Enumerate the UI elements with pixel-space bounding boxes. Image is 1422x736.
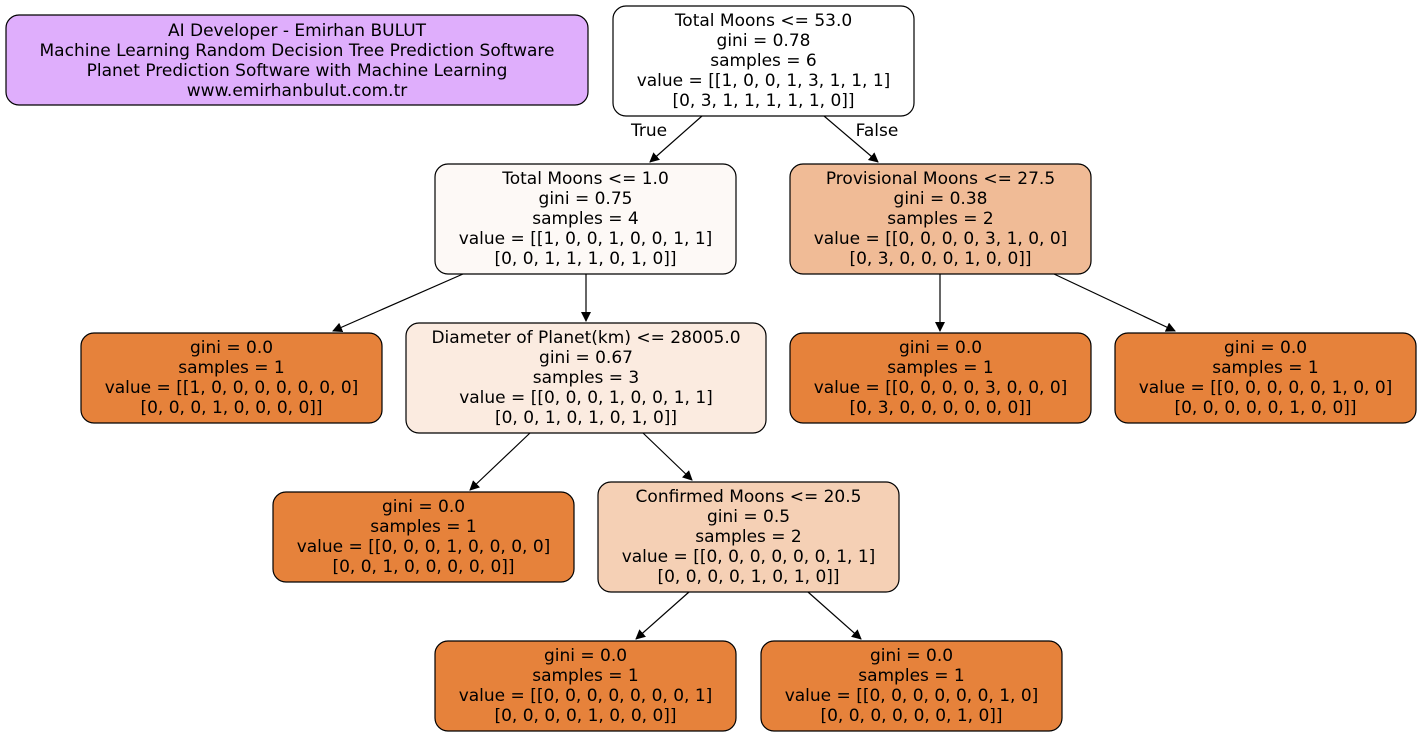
node-text-line: [0, 3, 0, 0, 0, 0, 0, 0]] bbox=[849, 398, 1031, 418]
node-text-line: gini = 0.0 bbox=[899, 338, 982, 358]
node-text-line: Confirmed Moons <= 20.5 bbox=[636, 487, 862, 507]
edge-root-n1 bbox=[649, 115, 703, 163]
node-box bbox=[789, 163, 1092, 275]
node-box bbox=[80, 332, 383, 424]
node-text-line: value = [[0, 0, 0, 0, 0, 1, 0, 0] bbox=[1139, 378, 1393, 398]
node-text-line: value = [[1, 0, 0, 1, 0, 0, 1, 1] bbox=[459, 229, 713, 249]
node-text-line: value = [[0, 0, 0, 0, 0, 0, 0, 1] bbox=[459, 686, 713, 706]
node-text-line: value = [[0, 0, 0, 0, 3, 1, 0, 0] bbox=[814, 229, 1068, 249]
credit-line-description: Planet Prediction Software with Machine … bbox=[87, 61, 508, 81]
node-box bbox=[760, 640, 1063, 732]
node-text-line: samples = 6 bbox=[710, 51, 817, 71]
node-text-line: gini = 0.78 bbox=[717, 31, 811, 51]
node-text-line: samples = 2 bbox=[887, 209, 994, 229]
node-text-line: gini = 0.0 bbox=[870, 646, 953, 666]
credit-line-software: Machine Learning Random Decision Tree Pr… bbox=[40, 41, 555, 61]
node-text-line: [0, 0, 1, 0, 1, 0, 1, 0]] bbox=[495, 408, 677, 428]
node-text-line: gini = 0.0 bbox=[544, 646, 627, 666]
edge-n4-n8 bbox=[642, 432, 693, 481]
node-text-line: value = [[0, 0, 0, 1, 0, 0, 1, 1] bbox=[459, 388, 713, 408]
node-text-line: [0, 0, 0, 0, 1, 0, 1, 0]] bbox=[657, 567, 839, 587]
credit-line-website: www.emirhanbulut.com.tr bbox=[187, 81, 407, 101]
node-text-line: samples = 1 bbox=[887, 358, 994, 378]
true-edge-label: True bbox=[630, 121, 667, 141]
node-text-line: gini = 0.5 bbox=[707, 507, 790, 527]
node-text-line: [0, 0, 1, 1, 1, 0, 1, 0]] bbox=[494, 249, 676, 269]
node-text-line: gini = 0.67 bbox=[539, 348, 633, 368]
credit-box: AI Developer - Emirhan BULUT Machine Lea… bbox=[5, 14, 589, 106]
node-text-line: samples = 1 bbox=[532, 666, 639, 686]
node-text-line: value = [[0, 0, 0, 1, 0, 0, 0, 0] bbox=[297, 537, 551, 557]
edge-n4-n7 bbox=[469, 432, 531, 491]
node-text-line: Diameter of Planet(km) <= 28005.0 bbox=[431, 328, 740, 348]
node-text-line: samples = 1 bbox=[1212, 358, 1319, 378]
node-text-line: gini = 0.75 bbox=[539, 189, 633, 209]
node-box bbox=[405, 322, 767, 434]
node-box bbox=[272, 491, 575, 583]
node-text-line: gini = 0.38 bbox=[894, 189, 988, 209]
node-box bbox=[434, 640, 737, 732]
node-text-line: samples = 4 bbox=[532, 209, 639, 229]
node-text-line: samples = 1 bbox=[858, 666, 965, 686]
node-text-line: gini = 0.0 bbox=[382, 497, 465, 517]
node-text-line: samples = 2 bbox=[695, 527, 802, 547]
node-text-line: value = [[1, 0, 0, 0, 0, 0, 0, 0] bbox=[105, 378, 359, 398]
node-text-line: [0, 3, 0, 0, 0, 1, 0, 0]] bbox=[849, 249, 1031, 269]
node-text-line: samples = 1 bbox=[370, 517, 477, 537]
edge-n2-n6 bbox=[1053, 273, 1176, 332]
credit-line-developer: AI Developer - Emirhan BULUT bbox=[168, 21, 427, 41]
credit-box-frame bbox=[5, 14, 589, 106]
node-text-line: value = [[1, 0, 0, 1, 3, 1, 1, 1] bbox=[637, 71, 891, 91]
edge-root-n2 bbox=[823, 115, 879, 163]
node-text-line: [0, 3, 1, 1, 1, 1, 1, 0]] bbox=[672, 91, 854, 111]
node-text-line: [0, 0, 0, 0, 1, 0, 0, 0]] bbox=[494, 706, 676, 726]
edge-n1-n3 bbox=[332, 273, 464, 332]
node-text-line: samples = 3 bbox=[533, 368, 640, 388]
node-text-line: Total Moons <= 1.0 bbox=[501, 169, 669, 189]
node-box bbox=[597, 481, 900, 593]
node-text-line: [0, 0, 1, 0, 0, 0, 0, 0]] bbox=[332, 557, 514, 577]
false-edge-label: False bbox=[856, 121, 899, 141]
edge-n8-n9 bbox=[635, 591, 690, 640]
node-text-line: value = [[0, 0, 0, 0, 0, 0, 1, 1] bbox=[622, 547, 876, 567]
node-box bbox=[434, 163, 737, 275]
node-text-line: Total Moons <= 53.0 bbox=[674, 11, 852, 31]
node-text-line: value = [[0, 0, 0, 0, 3, 0, 0, 0] bbox=[814, 378, 1068, 398]
node-text-line: value = [[0, 0, 0, 0, 0, 0, 1, 0] bbox=[785, 686, 1039, 706]
node-box bbox=[789, 332, 1092, 424]
node-text-line: samples = 1 bbox=[178, 358, 285, 378]
node-text-line: Provisional Moons <= 27.5 bbox=[826, 169, 1055, 189]
node-text-line: [0, 0, 0, 0, 0, 0, 1, 0]] bbox=[820, 706, 1002, 726]
node-box bbox=[612, 5, 915, 117]
edges bbox=[332, 115, 1176, 640]
node-text-line: [0, 0, 0, 1, 0, 0, 0, 0]] bbox=[140, 398, 322, 418]
node-text-line: gini = 0.0 bbox=[1224, 338, 1307, 358]
edge-n8-n10 bbox=[807, 591, 862, 640]
node-box bbox=[1114, 332, 1417, 424]
node-text-line: gini = 0.0 bbox=[190, 338, 273, 358]
node-text-line: [0, 0, 0, 0, 0, 1, 0, 0]] bbox=[1174, 398, 1356, 418]
